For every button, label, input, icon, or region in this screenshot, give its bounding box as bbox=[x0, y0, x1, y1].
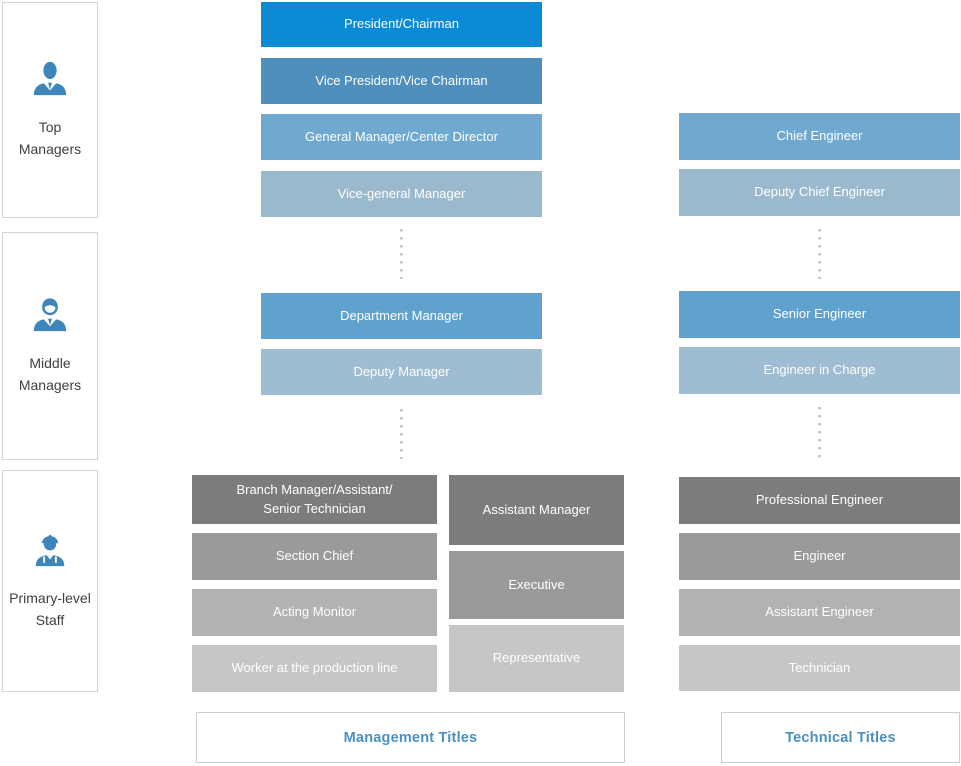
legend-label-middle-managers: Middle Managers bbox=[18, 354, 82, 393]
box-engineer-in-charge: Engineer in Charge bbox=[679, 347, 960, 394]
worker-icon bbox=[35, 534, 65, 566]
box-chief-engineer: Chief Engineer bbox=[679, 113, 960, 160]
legend-card-middle-managers: Middle Managers bbox=[2, 232, 98, 460]
legend-label-top-managers: Top Managers bbox=[18, 118, 82, 157]
box-vice-general-manager: Vice-general Manager bbox=[261, 171, 542, 217]
box-assistant-engineer: Assistant Engineer bbox=[679, 589, 960, 636]
box-acting-monitor: Acting Monitor bbox=[192, 589, 437, 636]
legend-card-primary-level-staff: Primary-level Staff bbox=[2, 470, 98, 692]
box-deputy-chief-engineer: Deputy Chief Engineer bbox=[679, 169, 960, 216]
dotted-connector-technical-2 bbox=[818, 407, 821, 458]
box-representative: Representative bbox=[449, 625, 624, 692]
box-deputy-manager: Deputy Manager bbox=[261, 349, 542, 395]
business-man-icon bbox=[33, 61, 67, 95]
box-assistant-manager: Assistant Manager bbox=[449, 475, 624, 545]
dotted-connector-technical-1 bbox=[818, 229, 821, 279]
box-general-manager-center-director: General Manager/Center Director bbox=[261, 114, 542, 160]
manager-icon bbox=[33, 297, 67, 331]
legend-label-primary-level-staff: Primary-level Staff bbox=[9, 589, 91, 628]
box-professional-engineer: Professional Engineer bbox=[679, 477, 960, 524]
box-executive: Executive bbox=[449, 551, 624, 619]
box-senior-engineer: Senior Engineer bbox=[679, 291, 960, 338]
box-department-manager: Department Manager bbox=[261, 293, 542, 339]
dotted-connector-management-2 bbox=[400, 409, 403, 459]
box-engineer: Engineer bbox=[679, 533, 960, 580]
box-technician: Technician bbox=[679, 645, 960, 691]
box-president-chairman: President/Chairman bbox=[261, 2, 542, 47]
footer-technical-titles: Technical Titles bbox=[721, 712, 960, 763]
box-section-chief: Section Chief bbox=[192, 533, 437, 580]
box-worker-production-line: Worker at the production line bbox=[192, 645, 437, 692]
box-branch-manager-assistant-senior-technician: Branch Manager/Assistant/ Senior Technic… bbox=[192, 475, 437, 524]
box-vice-president-vice-chairman: Vice President/Vice Chairman bbox=[261, 58, 542, 104]
footer-management-titles: Management Titles bbox=[196, 712, 625, 763]
legend-card-top-managers: Top Managers bbox=[2, 2, 98, 218]
dotted-connector-management-1 bbox=[400, 229, 403, 279]
